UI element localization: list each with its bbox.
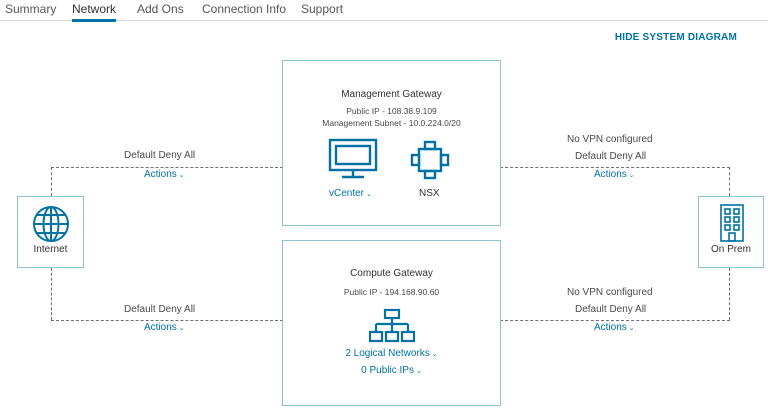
connector-top-left xyxy=(51,167,283,168)
internet-label: Internet xyxy=(33,244,68,255)
chevron-down-icon: ⌄ xyxy=(366,191,372,198)
tab-summary[interactable]: Summary xyxy=(5,2,57,16)
building-icon xyxy=(720,204,744,242)
chevron-down-icon: ⌄ xyxy=(628,325,635,332)
management-gateway-title: Management Gateway xyxy=(341,89,442,100)
connector-bottom-left xyxy=(51,320,283,321)
tab-bar: Summary Network Add Ons Connection Info … xyxy=(0,0,768,22)
tab-connection-info[interactable]: Connection Info xyxy=(202,2,287,16)
management-subnet: Management Subnet - 10.0.224.0/20 xyxy=(322,118,461,128)
chevron-down-icon: ⌄ xyxy=(415,368,422,375)
bottom-right-vpn-label: No VPN configured xyxy=(564,287,656,298)
top-left-actions-link[interactable]: Actions⌄ xyxy=(140,169,189,180)
top-right-firewall-label: Default Deny All xyxy=(572,151,650,162)
logical-networks-dropdown[interactable]: 2 Logical Networks⌄ xyxy=(345,348,438,359)
public-ips-dropdown[interactable]: 0 Public IPs⌄ xyxy=(361,365,422,376)
management-gateway-card: Management Gateway Public IP - 108.38.9.… xyxy=(282,60,501,226)
nsx-label: NSX xyxy=(419,188,440,199)
top-right-actions-link[interactable]: Actions⌄ xyxy=(590,169,639,180)
nsx-icon xyxy=(410,140,450,180)
tab-network[interactable]: Network xyxy=(72,2,117,22)
bottom-left-actions-link[interactable]: Actions⌄ xyxy=(140,322,189,333)
connector-top-left-down xyxy=(51,167,52,196)
connector-top-right-down xyxy=(729,167,730,196)
management-public-ip: Public IP - 108.38.9.109 xyxy=(346,106,437,116)
chevron-down-icon: ⌄ xyxy=(178,172,185,179)
chevron-down-icon: ⌄ xyxy=(431,351,438,358)
globe-icon xyxy=(33,206,69,242)
bottom-right-actions-link[interactable]: Actions⌄ xyxy=(590,322,639,333)
internet-node[interactable]: Internet xyxy=(17,196,84,268)
hide-system-diagram-link[interactable]: HIDE SYSTEM DIAGRAM xyxy=(614,32,737,43)
compute-gateway-card: Compute Gateway Public IP - 194.168.90.6… xyxy=(282,240,501,406)
chevron-down-icon: ⌄ xyxy=(178,325,185,332)
compute-gateway-title: Compute Gateway xyxy=(350,268,433,279)
top-right-vpn-label: No VPN configured xyxy=(564,134,656,145)
connector-bottom-right-up xyxy=(729,268,730,320)
top-left-firewall-label: Default Deny All xyxy=(121,150,199,161)
monitor-icon xyxy=(328,138,378,179)
bottom-left-firewall-label: Default Deny All xyxy=(121,304,199,315)
connector-bottom-left-up xyxy=(51,268,52,320)
tab-support[interactable]: Support xyxy=(301,2,344,16)
on-prem-label: On Prem xyxy=(710,244,751,255)
network-tree-icon xyxy=(369,308,415,343)
on-prem-node[interactable]: On Prem xyxy=(698,196,764,268)
vcenter-dropdown[interactable]: vCenter⌄ xyxy=(329,188,372,199)
connector-bottom-right xyxy=(500,320,730,321)
compute-public-ip: Public IP - 194.168.90.60 xyxy=(343,287,440,297)
chevron-down-icon: ⌄ xyxy=(628,172,635,179)
connector-top-right xyxy=(500,167,730,168)
bottom-right-firewall-label: Default Deny All xyxy=(572,304,650,315)
tab-add-ons[interactable]: Add Ons xyxy=(137,2,184,16)
